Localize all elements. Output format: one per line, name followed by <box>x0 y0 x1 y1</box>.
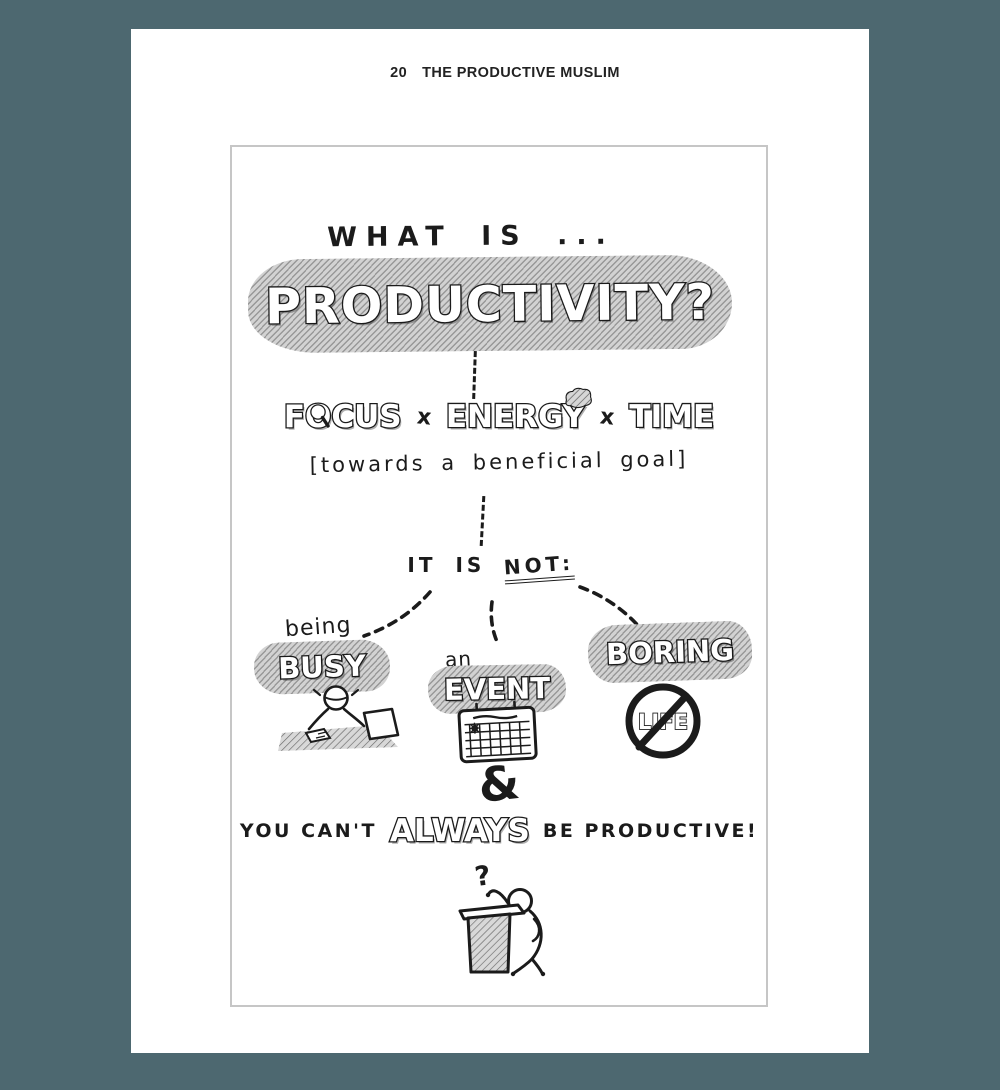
boring-label: BORING <box>604 631 736 672</box>
boring-highlight-blob: BORING <box>587 620 753 684</box>
connector-dashed-line <box>472 350 477 400</box>
busy-person-at-laptop-icon <box>278 685 400 751</box>
not-emphasis: NOT: <box>503 550 576 585</box>
connector-dashed-line <box>479 495 486 547</box>
diagram-title: PRODUCTIVITY? <box>263 272 716 336</box>
magnifier-icon <box>310 404 330 428</box>
book-page: 20 THE PRODUCTIVE MUSLIM WHAT IS ... PROD… <box>131 29 869 1053</box>
energy-scribble-icon <box>565 387 593 409</box>
footnote-post: BE PRODUCTIVE! <box>542 820 759 842</box>
energy-word: ENERGY <box>445 398 587 437</box>
page-number: 20 <box>390 65 408 81</box>
no-life-prohibition-icon: LIFE <box>625 683 701 759</box>
formula-row: FOCUS x ENERGY x TIME <box>232 387 766 437</box>
time-word: TIME <box>628 398 715 437</box>
life-text: LIFE <box>638 710 688 734</box>
illustration-frame: WHAT IS ... PRODUCTIVITY? FOCUS x ENERGY <box>230 145 768 1007</box>
formula-qualifier: [towards a beneficial goal] <box>309 446 689 478</box>
busy-label: BUSY <box>276 647 367 687</box>
formula-time: TIME <box>628 398 715 437</box>
question-mark: ? <box>473 861 493 893</box>
busy-pre-label: being <box>284 612 353 643</box>
formula-focus: FOCUS <box>283 398 403 437</box>
it-is-not-heading: IT IS NOT: <box>224 550 758 585</box>
intro-text: WHAT IS ... <box>327 219 615 254</box>
formula-energy: ENERGY <box>445 387 593 437</box>
footnote-always: ALWAYS <box>389 812 532 851</box>
page-header: 20 THE PRODUCTIVE MUSLIM <box>131 65 869 81</box>
title-highlight-blob: PRODUCTIVITY? <box>247 254 733 354</box>
multiply-sign: x <box>598 403 616 431</box>
footnote-pre: YOU CAN'T <box>239 820 377 842</box>
confused-person-at-podium-icon: ? <box>458 861 546 977</box>
calendar-icon <box>457 700 538 764</box>
multiply-sign: x <box>415 403 433 431</box>
it-is-text: IT IS <box>407 553 486 577</box>
focus-word: FOCUS <box>283 398 403 437</box>
book-title: THE PRODUCTIVE MUSLIM <box>422 65 620 81</box>
footnote-row: YOU CAN'T ALWAYS BE PRODUCTIVE! <box>232 812 766 851</box>
